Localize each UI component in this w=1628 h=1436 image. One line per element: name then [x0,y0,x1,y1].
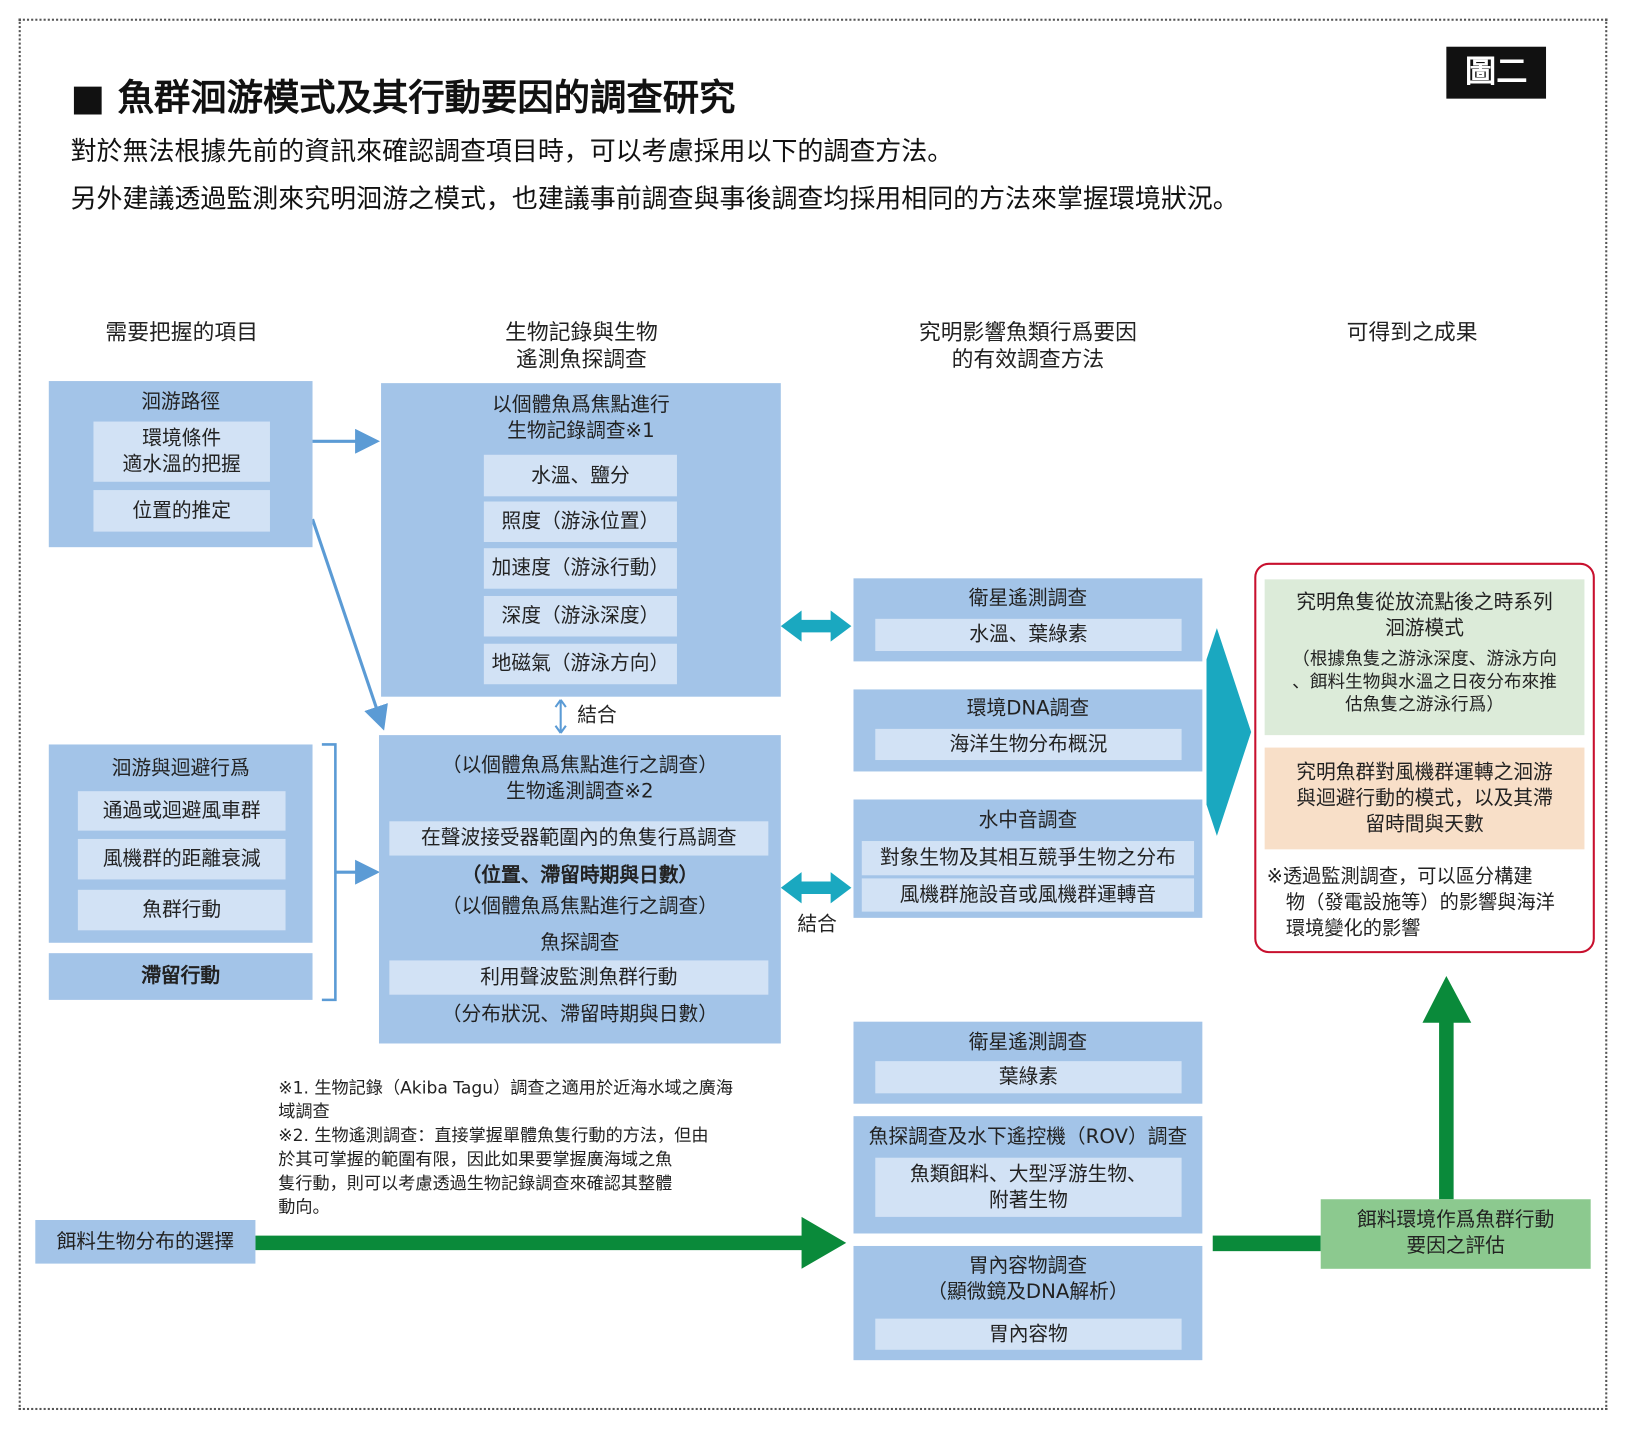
box-biologging: 以個體魚爲焦點進行 生物記錄調查※1 水溫、鹽分 照度（游泳位置） 加速度（游泳… [381,383,781,697]
combine-label-2: 結合 [797,912,837,936]
column-header-methods: 究明影響魚類行爲要因 的有效調查方法 [918,319,1137,372]
results-box: 究明魚隻從放流點後之時系列 洄游模式 （根據魚隻之游泳深度、游泳方向 、餌料生物… [1254,562,1595,954]
box-rov: 魚探調查及水下遙控機（ROV）調查 魚類餌料、大型浮游生物、 附著生物 [853,1116,1203,1234]
text-line: （分布狀況、滯留時期與日數） [441,1002,718,1026]
footnote-2: ※2. 生物遙測調查：直接掌握單體魚隻行動的方法，但由 於其可掌握的範圍有限，因… [278,1125,709,1217]
item: 加速度（游泳行動） [483,548,677,589]
result-title: 究明魚隻從放流點後之時系列 洄游模式 [1296,590,1553,640]
result-migration-pattern: 究明魚隻從放流點後之時系列 洄游模式 （根據魚隻之游泳深度、游泳方向 、餌料生物… [1264,579,1585,736]
footnote-1: ※1. 生物記錄（Akiba Tagu）調查之適用於近海水域之廣海 域調查 [278,1077,734,1122]
column-header-surveys: 生物記錄與生物 遙測魚探調查 [505,319,658,372]
green-connector [1212,1235,1321,1252]
result-detail: （根據魚隻之游泳深度、游泳方向 、餌料生物與水溫之日夜分布來推 估魚隻之游泳行爲… [1292,648,1557,716]
box-avoidance: 洄游與迴避行爲 通過或迴避風車群 風機群的距離衰減 魚群行動 [48,744,313,943]
box-satellite: 衛星遙測調查 水溫、葉綠素 [853,578,1203,662]
box-edna: 環境DNA調查 海洋生物分布概況 [853,689,1203,772]
item: 魚群行動 [77,889,286,931]
item: 葉綠素 [875,1061,1182,1094]
column-header-results: 可得到之成果 [1346,319,1478,345]
box-title: 魚探調查及水下遙控機（ROV）調查 [868,1125,1188,1149]
item-position: 位置的推定 [93,490,270,532]
box-title: 以個體魚爲焦點進行 生物記錄調查※1 [492,393,670,443]
teal-chevron-arrow [1206,628,1252,836]
page-title: ■ 魚群洄游模式及其行動要因的調查研究 [70,77,736,120]
green-arrow-up [1422,976,1472,1200]
text-line: 魚探調查 [540,931,620,955]
item: 在聲波接受器範圍內的魚隻行爲調查 [389,821,769,856]
item: 海洋生物分布概況 [875,728,1182,761]
item: 照度（游泳位置） [483,501,677,542]
item: 胃內容物 [875,1318,1182,1350]
box-stay-behavior: 滯留行動 [48,953,313,1000]
result-avoidance-pattern: 究明魚群對風機群運轉之洄游 與迴避行動的模式，以及其滯 留時間與天數 [1264,747,1585,850]
item: 風機群施設音或風機群運轉音 [861,878,1195,912]
item: 水溫、葉綠素 [875,618,1182,652]
item: 地磁氣（游泳方向） [483,643,677,685]
item-environment: 環境條件 適水溫的把握 [93,421,270,482]
box-title: 洄游與迴避行爲 [111,756,250,780]
box-title: 衛星遙測調查 [968,1031,1088,1054]
item: 水溫、鹽分 [483,454,677,497]
box-title: （以個體魚爲焦點進行之調查） 生物遙測調查※2 [441,753,718,803]
box-title: 胃內容物調查 （顯微鏡及DNA解析） [927,1254,1129,1304]
teal-double-arrow-1 [780,610,852,642]
box-satellite-2: 衛星遙測調查 葉綠素 [853,1021,1203,1104]
combine-double-arrow [554,699,567,734]
item: 利用聲波監測魚群行動 [389,960,769,995]
item: 魚類餌料、大型浮游生物、 附著生物 [875,1157,1182,1217]
box-title: 環境DNA調查 [966,696,1090,720]
result-title: 究明魚群對風機群運轉之洄游 與迴避行動的模式，以及其滯 留時間與天數 [1296,761,1553,836]
box-feed-selection: 餌料生物分布的選擇 [35,1220,256,1264]
box-migration-route: 洄游路徑 環境條件 適水溫的把握 位置的推定 [48,381,313,548]
column-header-items: 需要把握的項目 [105,319,259,345]
arrow-route-to-telemetry [311,518,388,731]
box-title: 水中音調查 [978,808,1078,832]
box-acoustic: 水中音調查 對象生物及其相互競爭生物之分布 風機群施設音或風機群運轉音 [853,799,1203,918]
item: 對象生物及其相互競爭生物之分布 [861,841,1195,876]
subtitle-1: 對於無法根據先前的資訊來確認調查項目時，可以考慮採用以下的調查方法。 [70,136,954,167]
item: 通過或迴避風車群 [77,791,286,831]
item: 風機群的距離衰減 [77,838,286,880]
box-title: 衛星遙測調查 [968,586,1088,610]
text-line: （以個體魚爲焦點進行之調查） [441,895,718,918]
box-title: 洄游路徑 [141,390,221,414]
figure-badge: 圖二 [1446,46,1547,99]
result-note: ※透過監測調查，可以區分構建 物（發電設施等）的影響與海洋 環境變化的影響 [1266,865,1555,940]
box-feed-evaluation: 餌料環境作爲魚群行動 要因之評估 [1320,1199,1591,1269]
combine-label: 結合 [577,703,617,727]
subtitle-2: 另外建議透過監測來究明洄游之模式，也建議事前調查與事後調查均採用相同的方法來掌握… [70,183,1239,214]
green-arrow-feed [255,1216,847,1269]
box-telemetry: （以個體魚爲焦點進行之調查） 生物遙測調查※2 在聲波接受器範圍內的魚隻行爲調查… [378,735,781,1044]
bold-line: （位置、滯留時期與日數） [461,863,699,887]
box-stomach: 胃內容物調查 （顯微鏡及DNA解析） 胃內容物 [853,1245,1203,1361]
dotted-frame [18,18,1608,1411]
item: 深度（游泳深度） [483,595,677,637]
bracket [321,743,337,1002]
teal-double-arrow-2 [780,872,852,904]
